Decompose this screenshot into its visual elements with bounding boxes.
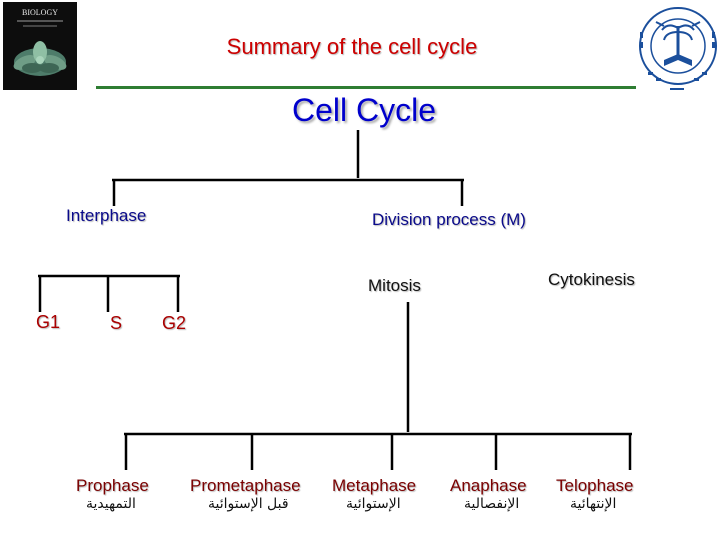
g1-node: G1 (36, 312, 61, 332)
page-title: Summary of the cell cycle (226, 34, 478, 59)
title-divider (96, 86, 636, 89)
prometaphase-arabic: قبل الإستوائية (208, 496, 289, 512)
telophase-arabic: الإنتهائية (570, 496, 617, 512)
s-node: S (110, 313, 123, 333)
telophase-label: Telophase (556, 476, 634, 495)
anaphase-label: Anaphase (450, 476, 527, 495)
division-node: Division process (M) (372, 210, 526, 229)
interphase-node: Interphase (66, 206, 147, 225)
metaphase-label: Metaphase (332, 476, 417, 495)
prometaphase-label: Prometaphase (190, 476, 301, 495)
biology-book-cover: BIOLOGY (3, 2, 77, 90)
prophase-arabic: التمهيدية (86, 496, 136, 512)
mitosis-node: Mitosis (368, 276, 421, 295)
book-cover-title: BIOLOGY (22, 8, 58, 17)
metaphase-arabic: الإستوائية (346, 496, 401, 512)
cytokinesis-node: Cytokinesis (548, 270, 635, 289)
prophase-label: Prophase (76, 476, 149, 495)
g2-node: G2 (162, 313, 187, 333)
cell-cycle-node: Cell Cycle (291, 92, 437, 128)
university-seal (634, 2, 720, 102)
anaphase-arabic: الإنفصالية (464, 496, 520, 512)
